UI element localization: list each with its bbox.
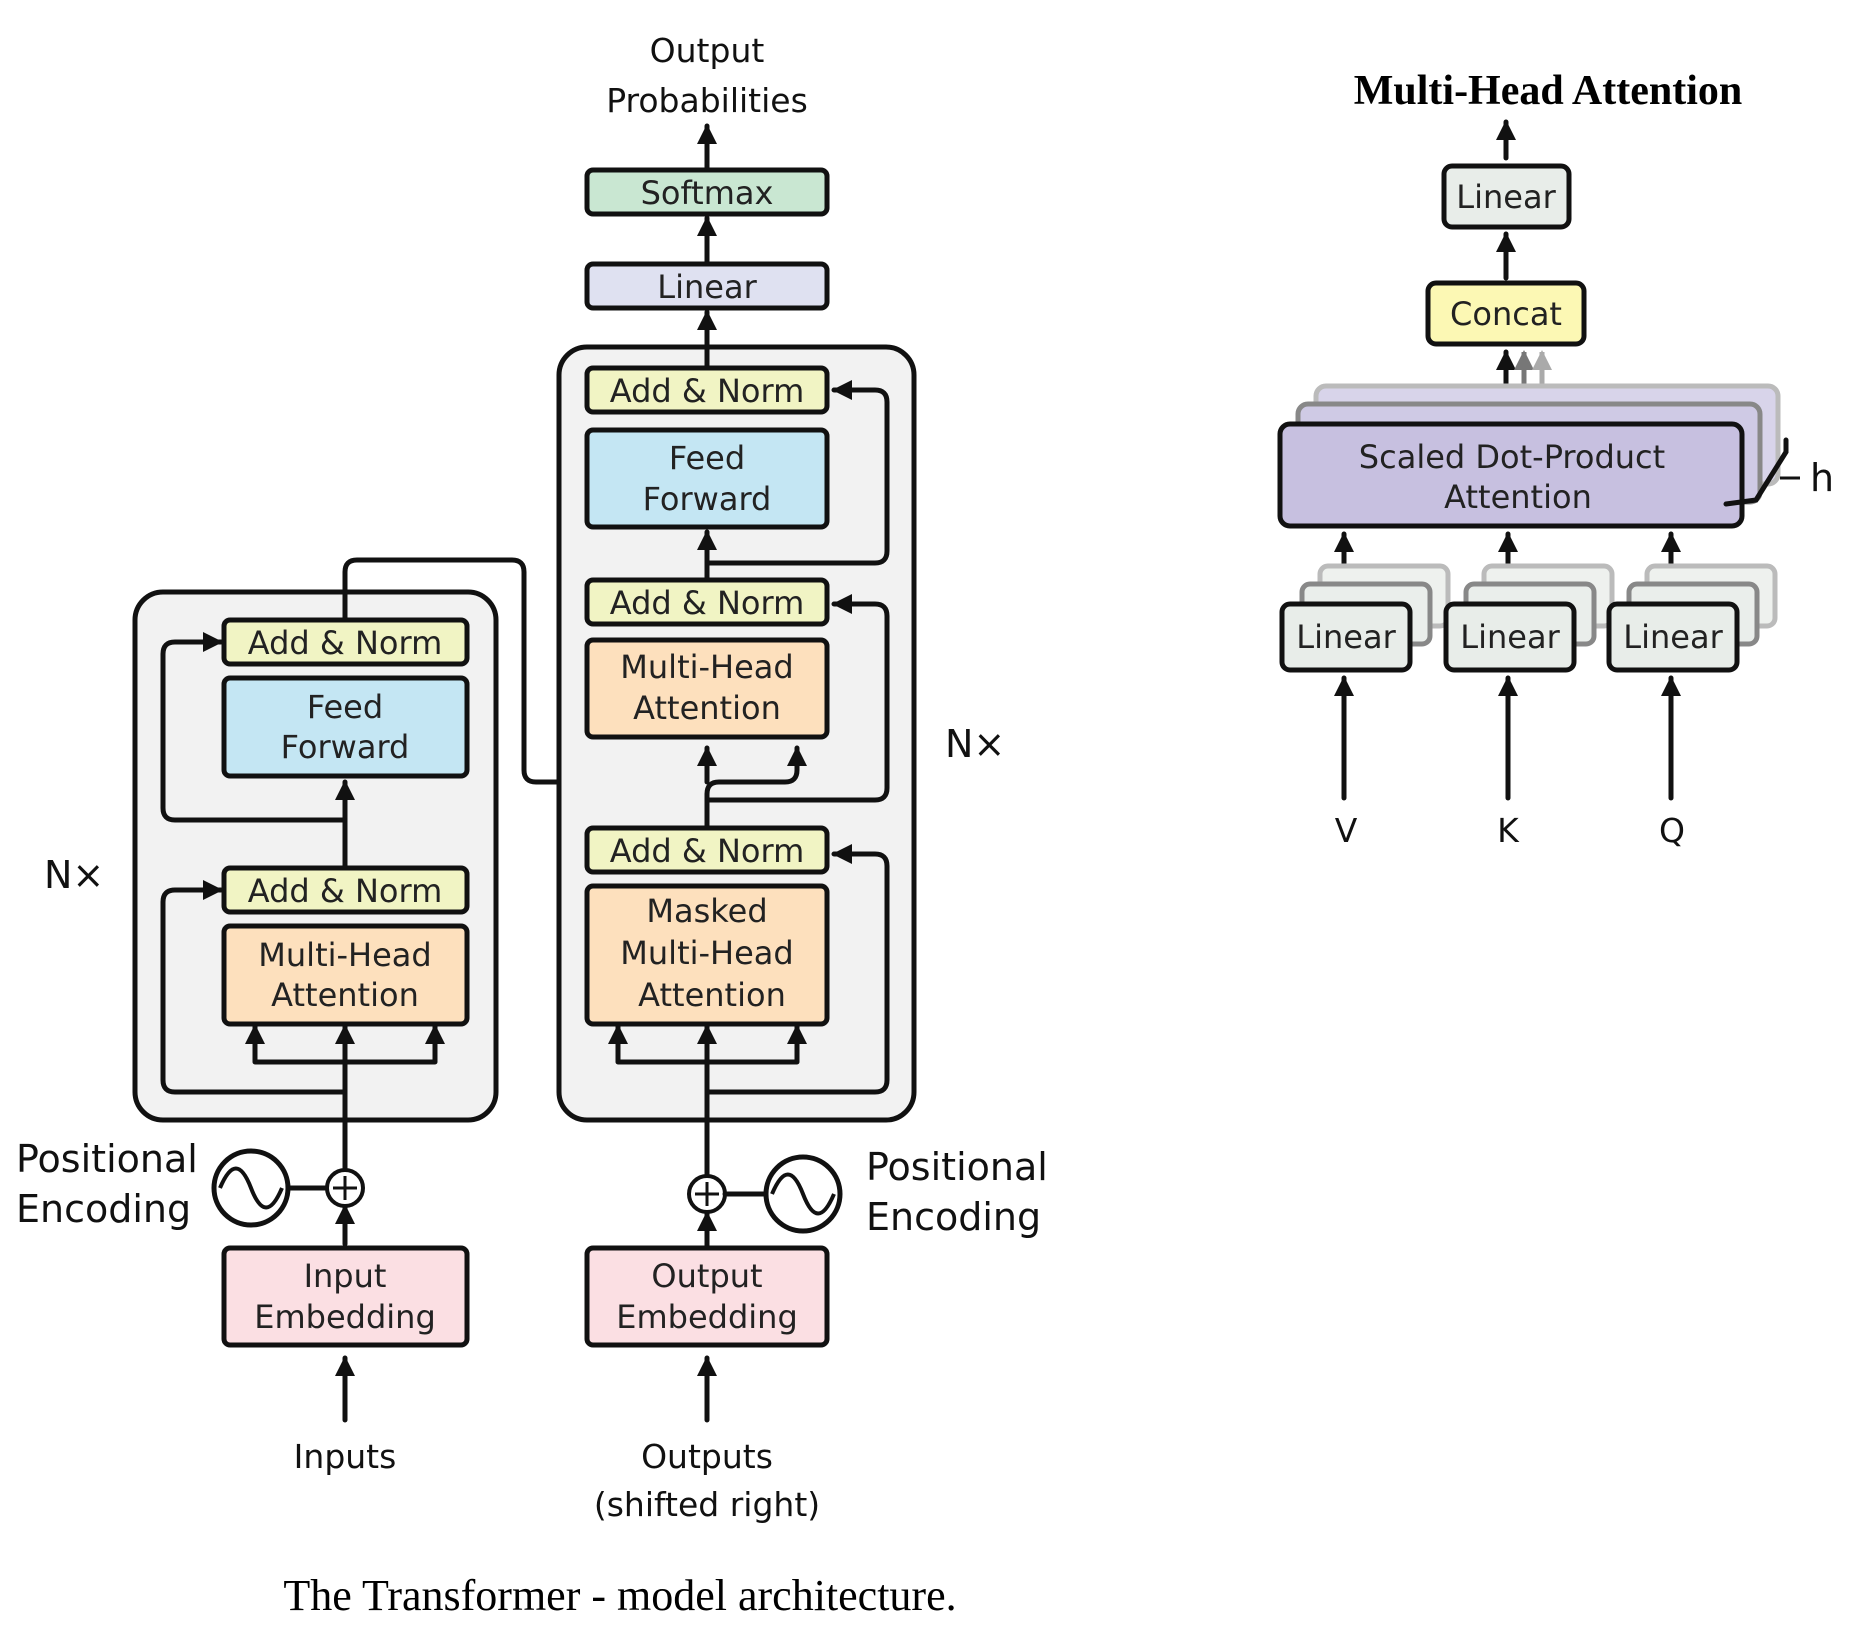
mh-linear-q-label: Linear: [1623, 618, 1723, 656]
mh-sdpa-line2: Attention: [1444, 478, 1592, 516]
decoder-softmax-block: Softmax: [584, 167, 830, 217]
encoder-repeat-label: N×: [44, 853, 104, 897]
mh-sdpa-stack: Scaled Dot-Product Attention h: [1277, 383, 1834, 529]
encoder-mha-line1: Multi-Head: [258, 936, 431, 974]
decoder-linear-label: Linear: [657, 268, 757, 306]
decoder-add-norm-3-label: Add & Norm: [610, 372, 805, 410]
figure-caption: The Transformer - model architecture.: [283, 1571, 956, 1620]
mh-linear-v-label: Linear: [1296, 618, 1396, 656]
decoder-feed-forward-block: Feed Forward: [584, 427, 830, 530]
encoder-add-norm-1-block: Add & Norm: [221, 865, 470, 915]
mh-linear-top-label: Linear: [1456, 178, 1556, 216]
decoder-masked-mha-line3: Attention: [638, 976, 786, 1014]
decoder-add-norm-1-label: Add & Norm: [610, 832, 805, 870]
decoder-repeat-label: N×: [945, 722, 1005, 766]
output-probabilities-line2: Probabilities: [606, 81, 808, 120]
mh-sdpa-line1: Scaled Dot-Product: [1359, 438, 1665, 476]
input-embedding-line1: Input: [304, 1257, 387, 1295]
encoder-layer-container: [132, 589, 499, 1123]
decoder-add-norm-2-label: Add & Norm: [610, 584, 805, 622]
decoder-add-norm-1-block: Add & Norm: [584, 825, 830, 875]
inputs-label: Inputs: [294, 1437, 397, 1476]
input-embedding-line2: Embedding: [254, 1298, 436, 1336]
decoder-positional-encoding-line2: Encoding: [866, 1195, 1041, 1239]
encoder-positional-encoding-line1: Positional: [16, 1137, 198, 1181]
mh-v-label: V: [1335, 811, 1358, 850]
decoder-add-norm-2-block: Add & Norm: [584, 577, 830, 627]
mh-q-label: Q: [1659, 811, 1685, 850]
decoder-masked-mha-line2: Multi-Head: [620, 934, 793, 972]
multi-head-title: Multi-Head Attention: [1354, 68, 1742, 114]
mh-k-label: K: [1497, 811, 1520, 850]
mh-concat-block: Concat: [1425, 280, 1587, 347]
mh-linear-k-label: Linear: [1460, 618, 1560, 656]
decoder-feed-forward-line1: Feed: [669, 439, 745, 477]
decoder-mha-line1: Multi-Head: [620, 648, 793, 686]
decoder-positional-encoding-symbol: [687, 1154, 843, 1234]
mh-linear-q-stack: Linear: [1606, 563, 1778, 673]
encoder-positional-encoding-line2: Encoding: [16, 1187, 191, 1231]
output-probabilities-line1: Output: [650, 31, 765, 70]
mh-linear-k-stack: Linear: [1443, 563, 1615, 673]
decoder-masked-mha-block: Masked Multi-Head Attention: [584, 883, 830, 1027]
encoder-feed-forward-line2: Forward: [281, 728, 410, 766]
output-embedding-line2: Embedding: [616, 1298, 798, 1336]
mh-linear-v-stack: Linear: [1279, 563, 1451, 673]
outputs-line1: Outputs: [641, 1437, 773, 1476]
encoder-multi-head-attention-block: Multi-Head Attention: [221, 923, 470, 1027]
decoder-wires: [608, 123, 890, 1423]
encoder-feed-forward-block: Feed Forward: [221, 675, 470, 779]
mh-linear-top-block: Linear: [1441, 163, 1572, 230]
decoder-add-norm-3-block: Add & Norm: [584, 365, 830, 415]
encoder-add-norm-2-label: Add & Norm: [248, 624, 443, 662]
decoder-linear-block: Linear: [584, 261, 830, 311]
decoder-mha-line2: Attention: [633, 689, 781, 727]
decoder-masked-mha-line1: Masked: [646, 892, 767, 930]
decoder-positional-encoding-line1: Positional: [866, 1145, 1048, 1189]
encoder-mha-line2: Attention: [271, 976, 419, 1014]
mh-concat-label: Concat: [1450, 295, 1562, 333]
encoder-feed-forward-line1: Feed: [307, 688, 383, 726]
decoder-multi-head-attention-block: Multi-Head Attention: [584, 637, 830, 740]
mh-h-label: h: [1810, 456, 1834, 500]
encoder-positional-encoding-symbol: [211, 1148, 365, 1228]
decoder-softmax-label: Softmax: [641, 174, 774, 212]
encoder-add-norm-1-label: Add & Norm: [248, 872, 443, 910]
outputs-line2: (shifted right): [594, 1485, 820, 1524]
encoder-add-norm-2-block: Add & Norm: [221, 617, 470, 667]
output-embedding-line1: Output: [651, 1257, 762, 1295]
decoder-feed-forward-line2: Forward: [643, 480, 772, 518]
output-embedding-block: Output Embedding: [584, 1245, 830, 1348]
input-embedding-block: Input Embedding: [221, 1245, 470, 1348]
